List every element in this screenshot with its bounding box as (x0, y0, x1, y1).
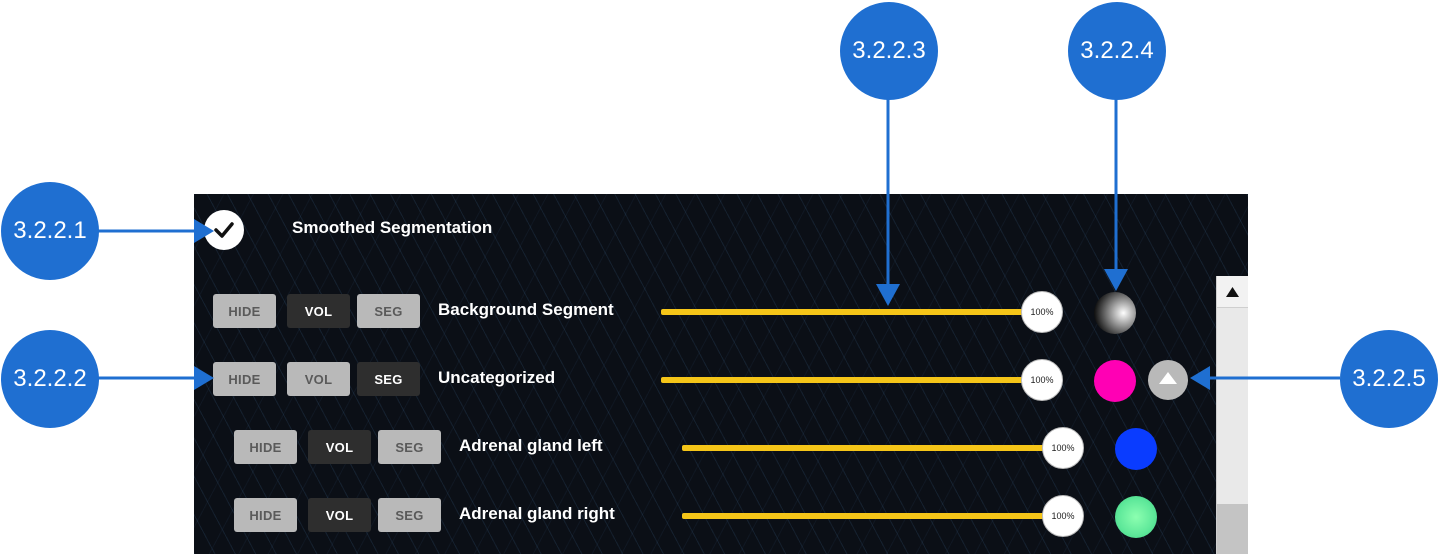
opacity-slider-track[interactable]: 100% (661, 359, 1063, 401)
segment-color-swatch[interactable] (1115, 428, 1157, 470)
opacity-slider-knob[interactable]: 100% (1042, 427, 1084, 469)
opacity-slider-track[interactable]: 100% (682, 495, 1084, 537)
callout-3-2-2-2: 3.2.2.2 (1, 330, 99, 428)
triangle-up-icon (1159, 372, 1177, 384)
segment-color-swatch[interactable] (1094, 360, 1136, 402)
seg-button[interactable]: SEG (378, 430, 441, 464)
hide-button[interactable]: HIDE (213, 294, 276, 328)
checkmark-icon (214, 222, 234, 238)
callout-3-2-2-5: 3.2.2.5 (1340, 330, 1438, 428)
opacity-slider-knob[interactable]: 100% (1021, 291, 1063, 333)
callout-3-2-2-3: 3.2.2.3 (840, 2, 938, 100)
segment-color-swatch[interactable] (1115, 496, 1157, 538)
vol-button[interactable]: VOL (308, 430, 371, 464)
opacity-slider-knob[interactable]: 100% (1042, 495, 1084, 537)
callout-3-2-2-1: 3.2.2.1 (1, 182, 99, 280)
scrollbar-thumb[interactable] (1217, 504, 1248, 554)
vertical-scrollbar[interactable] (1216, 276, 1248, 554)
seg-button[interactable]: SEG (357, 294, 420, 328)
segment-label: Background Segment (438, 300, 614, 319)
hide-button[interactable]: HIDE (213, 362, 276, 396)
opacity-slider-track[interactable]: 100% (682, 427, 1084, 469)
segment-label: Adrenal gland left (459, 436, 603, 455)
callout-3-2-2-4: 3.2.2.4 (1068, 2, 1166, 100)
opacity-slider-track[interactable]: 100% (661, 291, 1063, 333)
collapse-group-button[interactable] (1148, 360, 1188, 400)
segment-row-background: HIDE VOL SEG Background Segment 100% (194, 291, 1214, 334)
segmentation-panel: Smoothed Segmentation HIDE VOL SEG Backg… (194, 194, 1248, 554)
vol-button[interactable]: VOL (308, 498, 371, 532)
segment-label: Adrenal gland right (459, 504, 615, 523)
arrow-up-icon (1226, 287, 1239, 297)
scroll-up-button[interactable] (1217, 276, 1248, 308)
segment-row-adrenal-left: HIDE VOL SEG Adrenal gland left 100% (194, 427, 1214, 470)
seg-button[interactable]: SEG (357, 362, 420, 396)
smoothed-segmentation-checkbox[interactable] (204, 210, 244, 250)
segment-row-uncategorized: HIDE VOL SEG Uncategorized 100% (194, 359, 1214, 402)
vol-button[interactable]: VOL (287, 294, 350, 328)
panel-title: Smoothed Segmentation (292, 218, 493, 237)
opacity-slider-knob[interactable]: 100% (1021, 359, 1063, 401)
seg-button[interactable]: SEG (378, 498, 441, 532)
segment-color-swatch[interactable] (1094, 292, 1136, 334)
hide-button[interactable]: HIDE (234, 430, 297, 464)
hide-button[interactable]: HIDE (234, 498, 297, 532)
segment-row-adrenal-right: HIDE VOL SEG Adrenal gland right 100% (194, 495, 1214, 538)
vol-button[interactable]: VOL (287, 362, 350, 396)
segment-label: Uncategorized (438, 368, 556, 387)
